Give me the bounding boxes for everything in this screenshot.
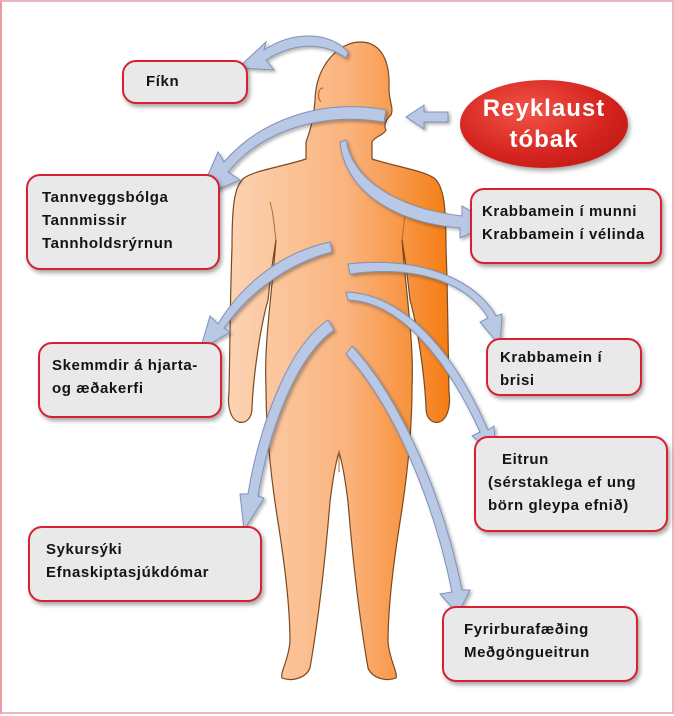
effect-label: Krabbamein í munni <box>482 200 650 223</box>
effect-label: Fíkn <box>146 70 232 93</box>
smokeless-tobacco-badge: Reyklaust tóbak <box>460 80 628 168</box>
effect-label: (sérstaklega ef ung <box>488 471 658 494</box>
effect-box-pancreatic-cancer: Krabbamein í brisi <box>486 338 642 396</box>
effect-label: Efnaskiptasjúkdómar <box>46 561 244 584</box>
effect-label: Tannholdsrýrnun <box>42 232 204 255</box>
badge-line-2: tóbak <box>460 124 628 155</box>
effect-label: Skemmdir á hjarta- <box>52 354 208 377</box>
effect-label: Tannmissir <box>42 209 204 232</box>
effect-label: brisi <box>500 369 626 392</box>
effect-label: Krabbamein í vélinda <box>482 223 650 246</box>
effect-label: og æðakerfi <box>52 377 208 400</box>
effect-label: Tannveggsbólga <box>42 186 204 209</box>
effect-label: börn gleypa efnið) <box>488 494 658 517</box>
effect-box-cardiovascular: Skemmdir á hjarta- og æðakerfi <box>38 342 222 418</box>
effect-label: Eitrun <box>488 448 658 471</box>
badge-line-1: Reyklaust <box>460 93 628 124</box>
effect-label: Sykursýki <box>46 538 244 561</box>
effect-box-poisoning: Eitrun (sérstaklega ef ung börn gleypa e… <box>474 436 668 532</box>
arrow-badge <box>406 105 448 129</box>
effect-box-pregnancy: Fyrirburafæðing Meðgöngueitrun <box>442 606 638 682</box>
effect-box-dental: Tannveggsbólga Tannmissir Tannholdsrýrnu… <box>26 174 220 270</box>
effect-label: Meðgöngueitrun <box>464 641 622 664</box>
effect-box-addiction: Fíkn <box>122 60 248 104</box>
effect-label: Fyrirburafæðing <box>464 618 622 641</box>
effect-box-diabetes: Sykursýki Efnaskiptasjúkdómar <box>28 526 262 602</box>
effect-box-oral-cancer: Krabbamein í munni Krabbamein í vélinda <box>470 188 662 264</box>
effect-label: Krabbamein í <box>500 346 626 369</box>
